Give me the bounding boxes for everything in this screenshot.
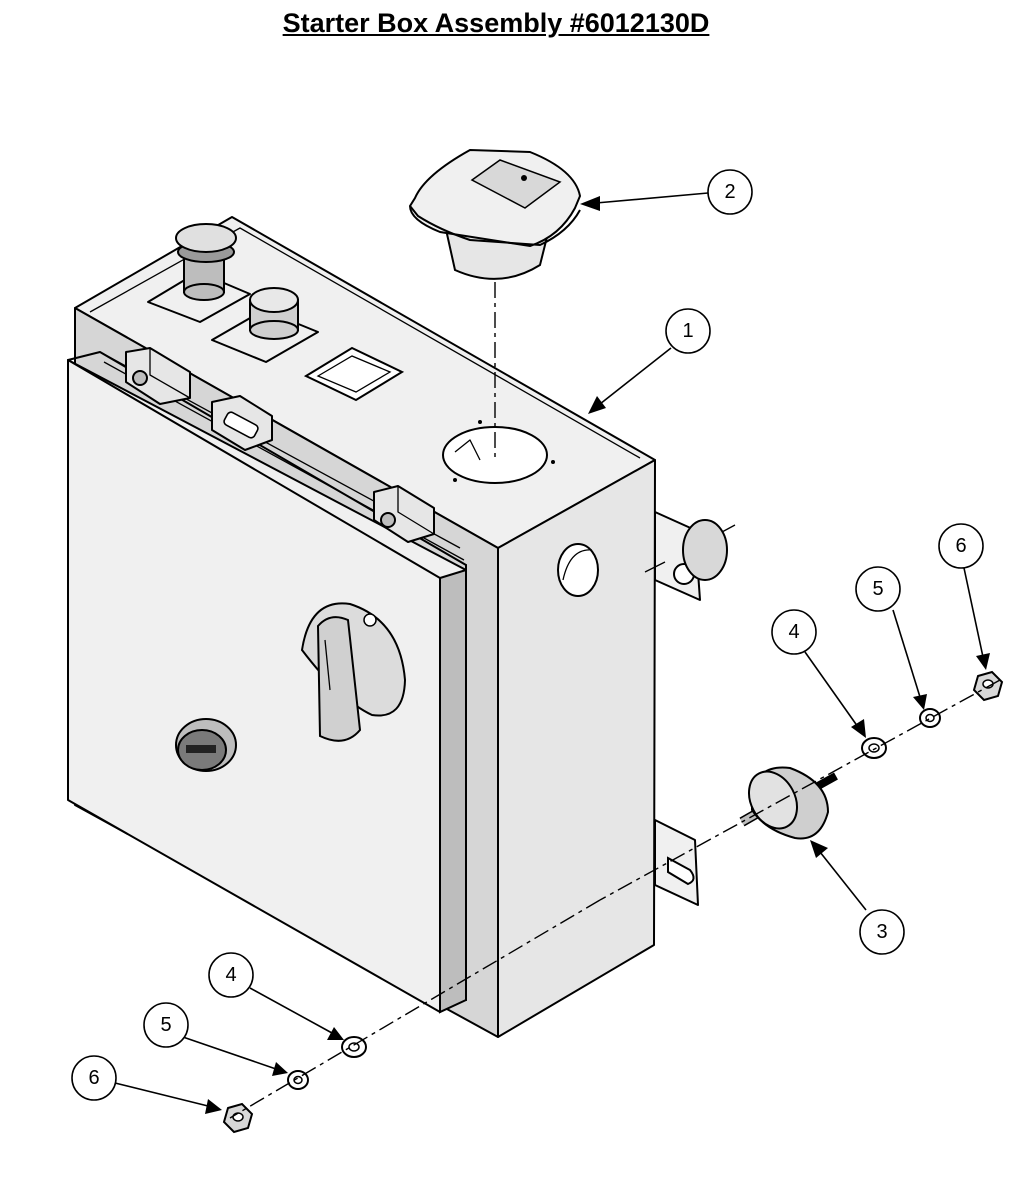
item-3-vibration-isolator — [739, 766, 838, 840]
callout-2-label: 2 — [724, 181, 735, 203]
diagram-title: Starter Box Assembly #6012130D — [282, 8, 710, 38]
start-push-button — [211, 287, 319, 363]
item-2-hour-meter — [408, 148, 582, 280]
leader-lines — [114, 192, 990, 1114]
side-conduit-hole — [557, 543, 599, 597]
callout-4-left: 4 — [208, 952, 254, 998]
callout-4-right-label: 4 — [788, 621, 799, 643]
callout-3-label: 3 — [876, 921, 887, 943]
callout-6-right: 6 — [938, 523, 984, 569]
rotary-disconnect-handle — [300, 602, 407, 742]
callout-6-left: 6 — [71, 1055, 117, 1101]
item-5-lock-washer-right — [919, 708, 941, 728]
callout-5-right: 5 — [855, 566, 901, 612]
callout-6-left-label: 6 — [88, 1067, 99, 1089]
callout-5-left-label: 5 — [160, 1014, 171, 1036]
door-hinge-left — [125, 347, 191, 405]
vibration-mount-installed — [644, 519, 736, 581]
indicator-window — [303, 346, 405, 402]
door-latch-handle — [211, 395, 273, 451]
callout-3: 3 — [859, 909, 905, 955]
callout-6-right-label: 6 — [955, 535, 966, 557]
callout-5-left: 5 — [143, 1002, 189, 1048]
callout-1-label: 1 — [682, 320, 693, 342]
callout-2: 2 — [707, 169, 753, 215]
reset-button — [175, 718, 237, 772]
enclosure-door — [67, 351, 467, 1014]
callout-4-left-label: 4 — [225, 964, 236, 986]
item-6-hex-nut-left — [222, 1102, 254, 1134]
emergency-stop-button — [147, 223, 251, 323]
callout-5-right-label: 5 — [872, 578, 883, 600]
callout-4-right: 4 — [771, 609, 817, 655]
item-4-washer-right — [861, 737, 887, 759]
callout-1: 1 — [665, 308, 711, 354]
mounting-bracket-lower — [654, 819, 699, 906]
door-hinge-right — [373, 485, 435, 543]
assembly-centerlines — [229, 282, 1001, 1119]
